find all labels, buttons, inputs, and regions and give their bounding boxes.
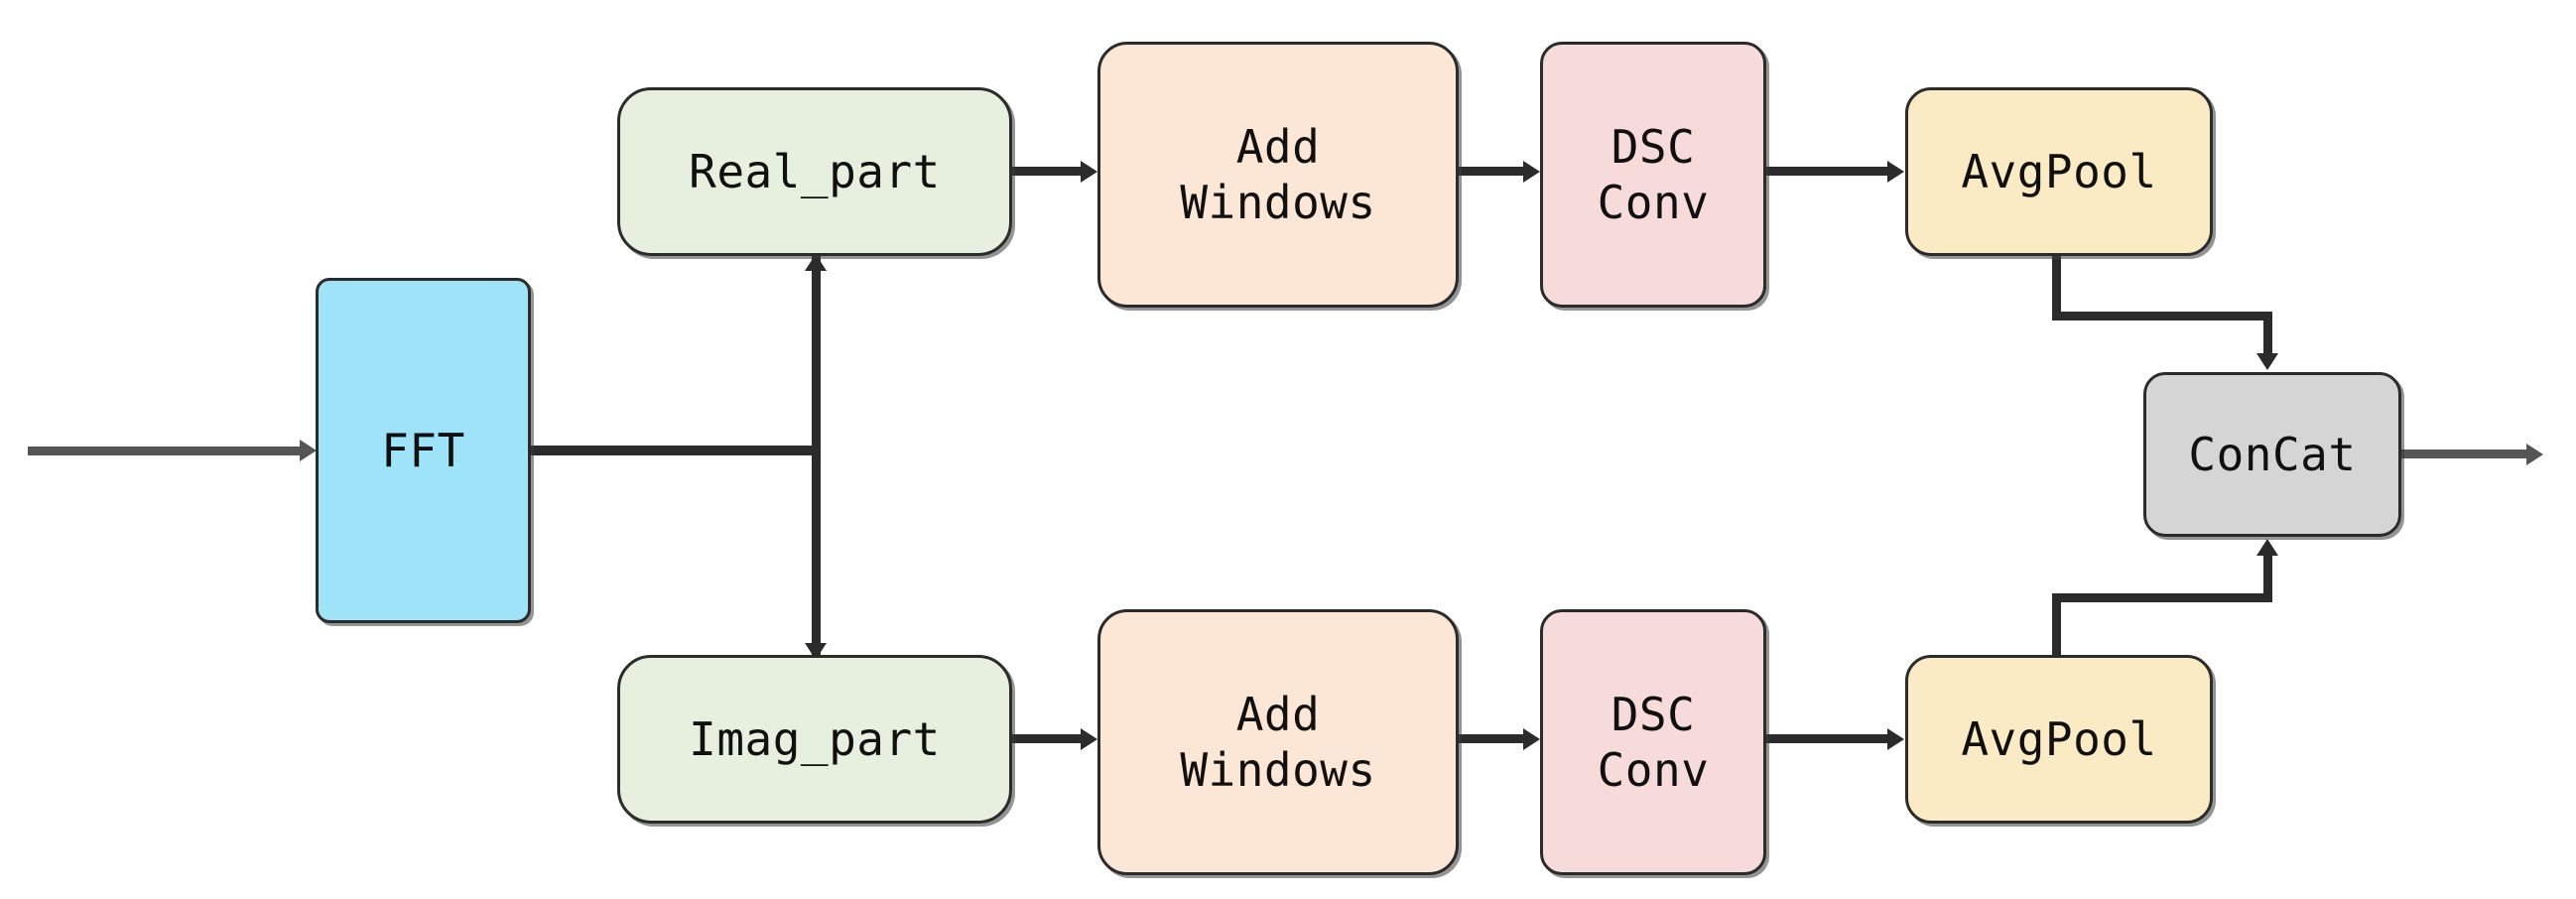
edge-add-windows-to-dsc-conv-bottom [1459, 734, 1526, 743]
node-dsc-conv-top[interactable]: DSC Conv [1540, 42, 1766, 308]
arrowhead-avgpool-bottom-to-concat [2256, 539, 2278, 556]
node-add-windows-bottom-line2: Windows [1180, 743, 1376, 797]
node-add-windows-top-line1: Add [1235, 119, 1321, 174]
node-real-part-label: Real_part [689, 144, 941, 198]
node-fft-label: FFT [381, 423, 465, 477]
node-avgpool-top-label: AvgPool [1961, 144, 2157, 198]
edge-avgpool-bottom-to-concat-seg1 [2052, 593, 2061, 657]
node-dsc-conv-top-line1: DSC [1610, 119, 1696, 174]
edge-dsc-conv-to-avgpool-top [1766, 167, 1889, 176]
arrowhead-real-part-to-add-windows [1081, 161, 1097, 183]
edge-imag-part-to-add-windows [1012, 734, 1084, 743]
arrowhead-concat-to-output [2526, 444, 2543, 465]
node-fft[interactable]: FFT [316, 278, 531, 623]
edge-avgpool-bottom-to-concat-seg3 [2263, 554, 2272, 599]
edge-concat-to-output [2401, 450, 2528, 458]
node-imag-part[interactable]: Imag_part [617, 655, 1012, 824]
arrowhead-avgpool-top-to-concat [2256, 353, 2278, 370]
arrowhead-split-to-real-part [805, 254, 827, 271]
node-concat[interactable]: ConCat [2143, 372, 2401, 537]
edge-add-windows-to-dsc-conv-top [1459, 167, 1526, 176]
node-add-windows-bottom[interactable]: Add Windows [1097, 609, 1459, 875]
node-concat-label: ConCat [2188, 427, 2357, 481]
node-imag-part-label: Imag_part [689, 711, 941, 766]
arrowhead-add-windows-to-dsc-conv-top [1523, 161, 1540, 183]
edge-real-part-to-add-windows [1012, 167, 1084, 176]
arrowhead-add-windows-to-dsc-conv-bottom [1523, 728, 1540, 750]
node-real-part[interactable]: Real_part [617, 87, 1012, 256]
node-avgpool-bottom[interactable]: AvgPool [1905, 655, 2213, 824]
node-dsc-conv-top-line2: Conv [1597, 176, 1710, 229]
node-dsc-conv-bottom-line2: Conv [1597, 743, 1710, 797]
node-dsc-conv-bottom-line1: DSC [1610, 687, 1696, 741]
edge-split-bus-vertical [812, 157, 821, 687]
edge-input-to-fft [28, 447, 302, 455]
arrowhead-imag-part-to-add-windows [1081, 728, 1097, 750]
edge-avgpool-top-to-concat-seg2 [2052, 312, 2272, 321]
node-add-windows-top[interactable]: Add Windows [1097, 42, 1459, 308]
edge-fft-to-split [531, 446, 821, 455]
edge-avgpool-top-to-concat-seg3 [2263, 312, 2272, 357]
node-add-windows-top-line2: Windows [1180, 176, 1376, 229]
node-avgpool-bottom-label: AvgPool [1961, 711, 2157, 766]
edge-dsc-conv-to-avgpool-bottom [1766, 734, 1889, 743]
arrowhead-dsc-conv-to-avgpool-top [1887, 161, 1904, 183]
edge-avgpool-top-to-concat-seg1 [2052, 256, 2061, 320]
node-dsc-conv-bottom[interactable]: DSC Conv [1540, 609, 1766, 875]
arrowhead-dsc-conv-to-avgpool-bottom [1887, 728, 1904, 750]
node-add-windows-bottom-line1: Add [1235, 687, 1321, 741]
arrowhead-input-to-fft [300, 440, 317, 461]
node-avgpool-top[interactable]: AvgPool [1905, 87, 2213, 256]
edge-avgpool-bottom-to-concat-seg2 [2052, 593, 2272, 602]
